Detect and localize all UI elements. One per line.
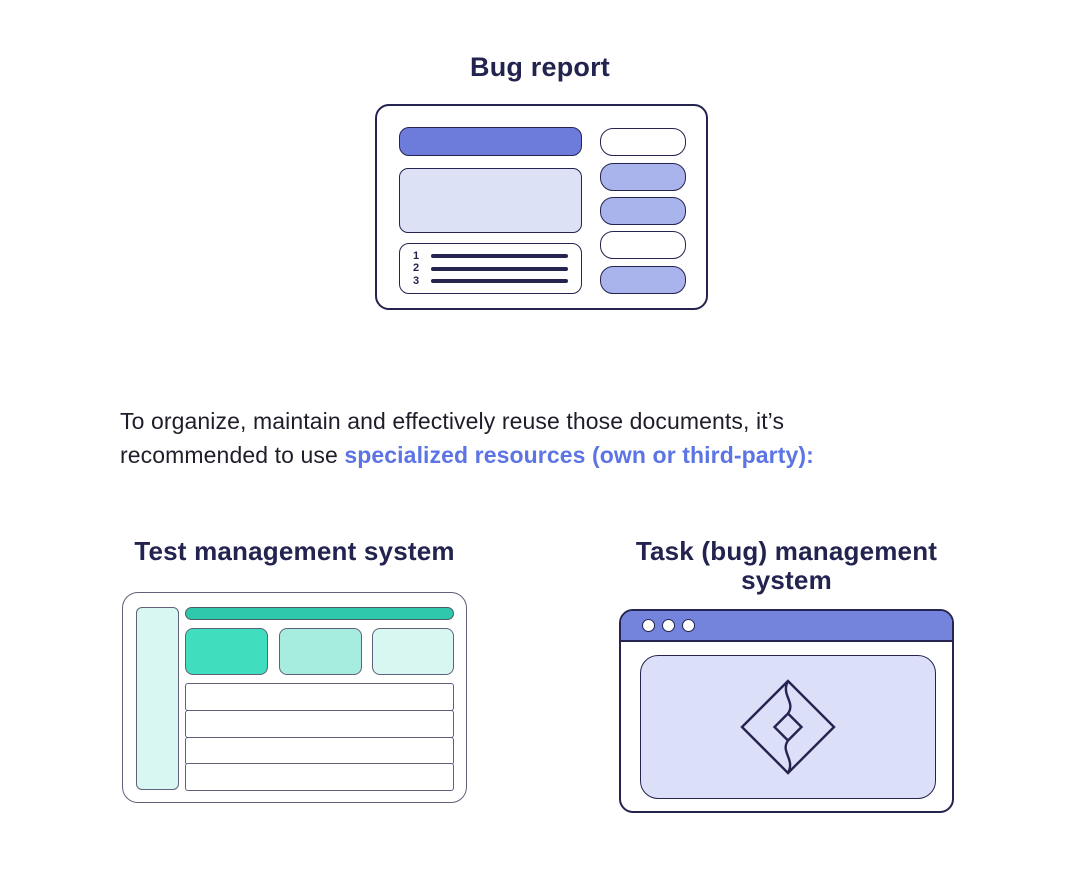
step-number: 2 [413, 262, 420, 274]
bug-report-field-pill [600, 231, 686, 259]
intro-text-line2: recommended to use [120, 442, 345, 468]
task-management-title: Task (bug) management system [619, 537, 954, 595]
task-management-title-line2: system [741, 565, 832, 595]
bug-report-description-block [399, 168, 582, 233]
bug-report-titlebar-block [399, 127, 582, 156]
task-management-card [619, 609, 954, 813]
bug-report-steps-list: 1 2 3 [399, 243, 582, 294]
bug-report-field-pill [600, 128, 686, 156]
step-number: 3 [413, 274, 420, 287]
test-management-card [122, 592, 467, 803]
step-number: 1 [413, 249, 420, 262]
bug-report-card: 1 2 3 [375, 104, 708, 310]
window-dot-icon [642, 619, 655, 632]
steps-row: 1 [413, 249, 568, 262]
specialized-resources-link[interactable]: specialized resources (own or third-part… [344, 442, 814, 468]
intro-paragraph: To organize, maintain and effectively re… [120, 404, 950, 472]
tms-topbar-block [185, 607, 454, 620]
table-row [185, 709, 454, 738]
window-dot-icon [682, 619, 695, 632]
bug-report-field-pill [600, 266, 686, 294]
bug-report-title: Bug report [470, 52, 610, 82]
task-management-title-line1: Task (bug) management [635, 536, 938, 566]
steps-row: 2 [413, 263, 568, 274]
step-line [431, 266, 568, 271]
tms-tile [279, 628, 362, 675]
tms-tile [185, 628, 268, 675]
window-dot-icon [662, 619, 675, 632]
tms-tile [372, 628, 454, 675]
browser-titlebar [621, 611, 952, 642]
tbs-content-panel [640, 655, 936, 799]
table-row [185, 736, 454, 765]
table-row [185, 683, 454, 711]
tms-table [185, 683, 454, 792]
step-line [431, 279, 568, 283]
intro-text-line1: To organize, maintain and effectively re… [120, 408, 785, 434]
step-line [431, 254, 568, 258]
bug-report-field-pill [600, 163, 686, 191]
table-row [185, 763, 454, 792]
steps-row: 3 [413, 274, 568, 287]
test-management-title: Test management system [134, 536, 455, 566]
tms-sidebar-block [136, 607, 179, 790]
bug-report-field-pill [600, 197, 686, 225]
jira-diamond-icon [740, 679, 836, 775]
